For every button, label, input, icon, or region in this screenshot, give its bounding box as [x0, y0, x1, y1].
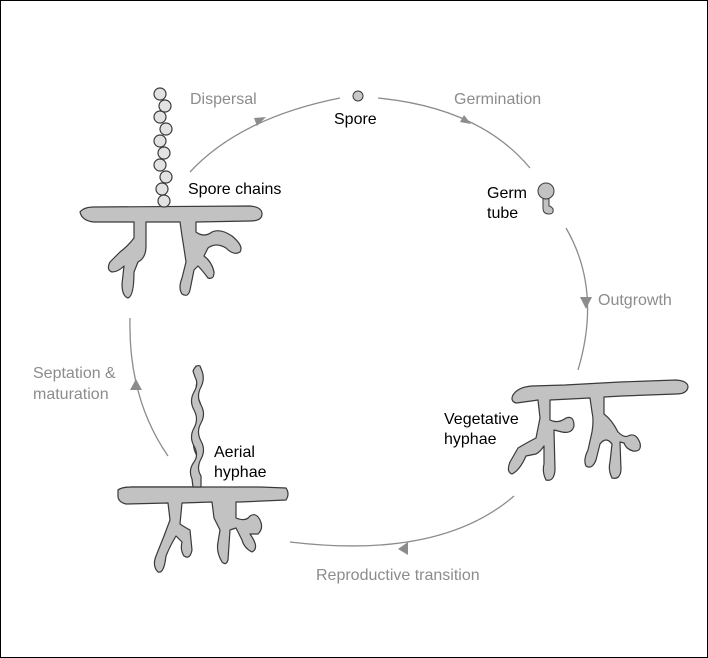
arc-reproductive: [289, 495, 515, 547]
arrowhead-septation: [130, 379, 142, 390]
label-aerial-line2: hyphae: [214, 464, 267, 481]
label-reproductive-transition: Reproductive transition: [316, 567, 480, 584]
arrowhead-outgrowth: [580, 297, 592, 309]
label-spore-chains: Spore chains: [188, 181, 282, 198]
arrowhead-germination: [460, 115, 471, 124]
label-germ-tube-line2: tube: [487, 205, 519, 222]
label-outgrowth: Outgrowth: [598, 292, 672, 309]
label-septation-line1: Septation &: [33, 365, 116, 382]
arc-dispersal: [189, 97, 341, 173]
spore-icon: [352, 90, 364, 102]
arc-septation: [129, 317, 169, 457]
label-aerial-line1: Aerial: [214, 444, 255, 461]
germ-tube-icon: [537, 182, 555, 215]
vegetative-hyphae-icon: [507, 379, 689, 481]
arrowhead-dispersal: [254, 117, 266, 126]
label-germination: Germination: [454, 91, 542, 108]
label-septation-line2: maturation: [33, 386, 109, 403]
arrowhead-reproductive: [398, 542, 408, 555]
arc-outgrowth: [565, 227, 589, 371]
label-dispersal: Dispersal: [190, 91, 257, 108]
label-vegetative-line2: hyphae: [444, 431, 497, 448]
label-spore: Spore: [334, 111, 377, 128]
label-vegetative-line1: Vegetative: [444, 411, 519, 428]
spore-chains-icon: [79, 87, 263, 299]
label-germ-tube-line1: Germ: [487, 185, 527, 202]
arrowheads: [130, 115, 592, 555]
spore-chain: [153, 87, 173, 208]
aerial-hyphae-icon: [117, 364, 289, 573]
